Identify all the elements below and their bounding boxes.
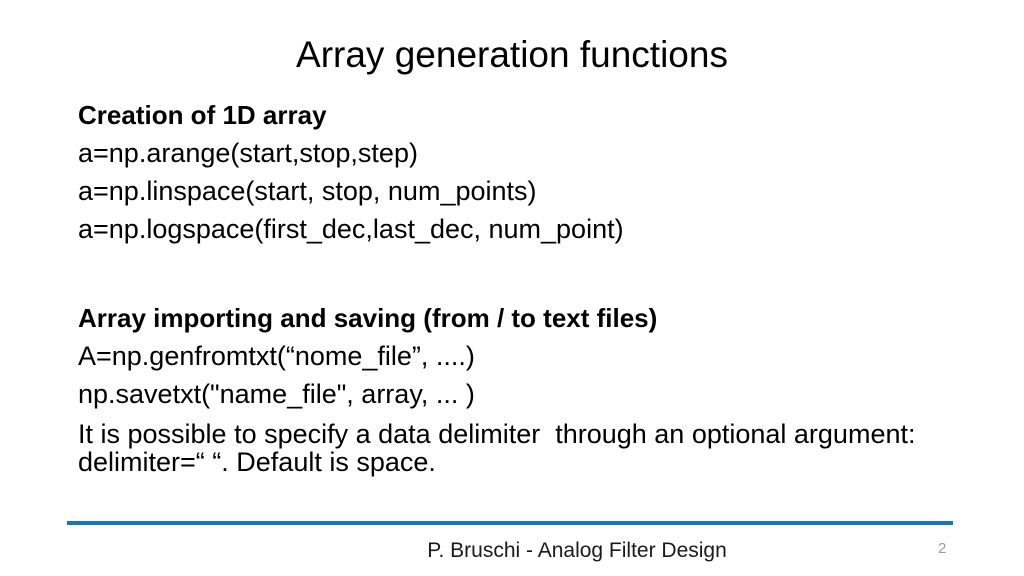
code-line-genfromtxt: A=np.genfromtxt(“nome_file”, ....) — [78, 341, 475, 371]
footer-divider-line — [67, 521, 953, 525]
code-line-savetxt: np.savetxt("name_file", array, ... ) — [78, 379, 475, 409]
slide-title: Array generation functions — [296, 34, 728, 75]
section-heading: Creation of 1D array — [78, 100, 327, 130]
code-line-arange: a=np.arange(start,stop,step) — [78, 138, 418, 168]
slide-page-number: 2 — [938, 540, 947, 557]
code-line-logspace: a=np.logspace(first_dec,last_dec, num_po… — [78, 214, 624, 244]
section-heading: Array importing and saving (from / to te… — [78, 303, 658, 333]
footer-author-text: P. Bruschi - Analog Filter Design — [427, 539, 727, 562]
section-array-import-save: Array importing and saving (from / to te… — [78, 299, 918, 476]
section-creation-1d-array: Creation of 1D array a=np.arange(start,s… — [78, 96, 624, 248]
delimiter-note-paragraph: It is possible to specify a data delimit… — [78, 419, 923, 477]
code-line-linspace: a=np.linspace(start, stop, num_points) — [78, 176, 537, 206]
